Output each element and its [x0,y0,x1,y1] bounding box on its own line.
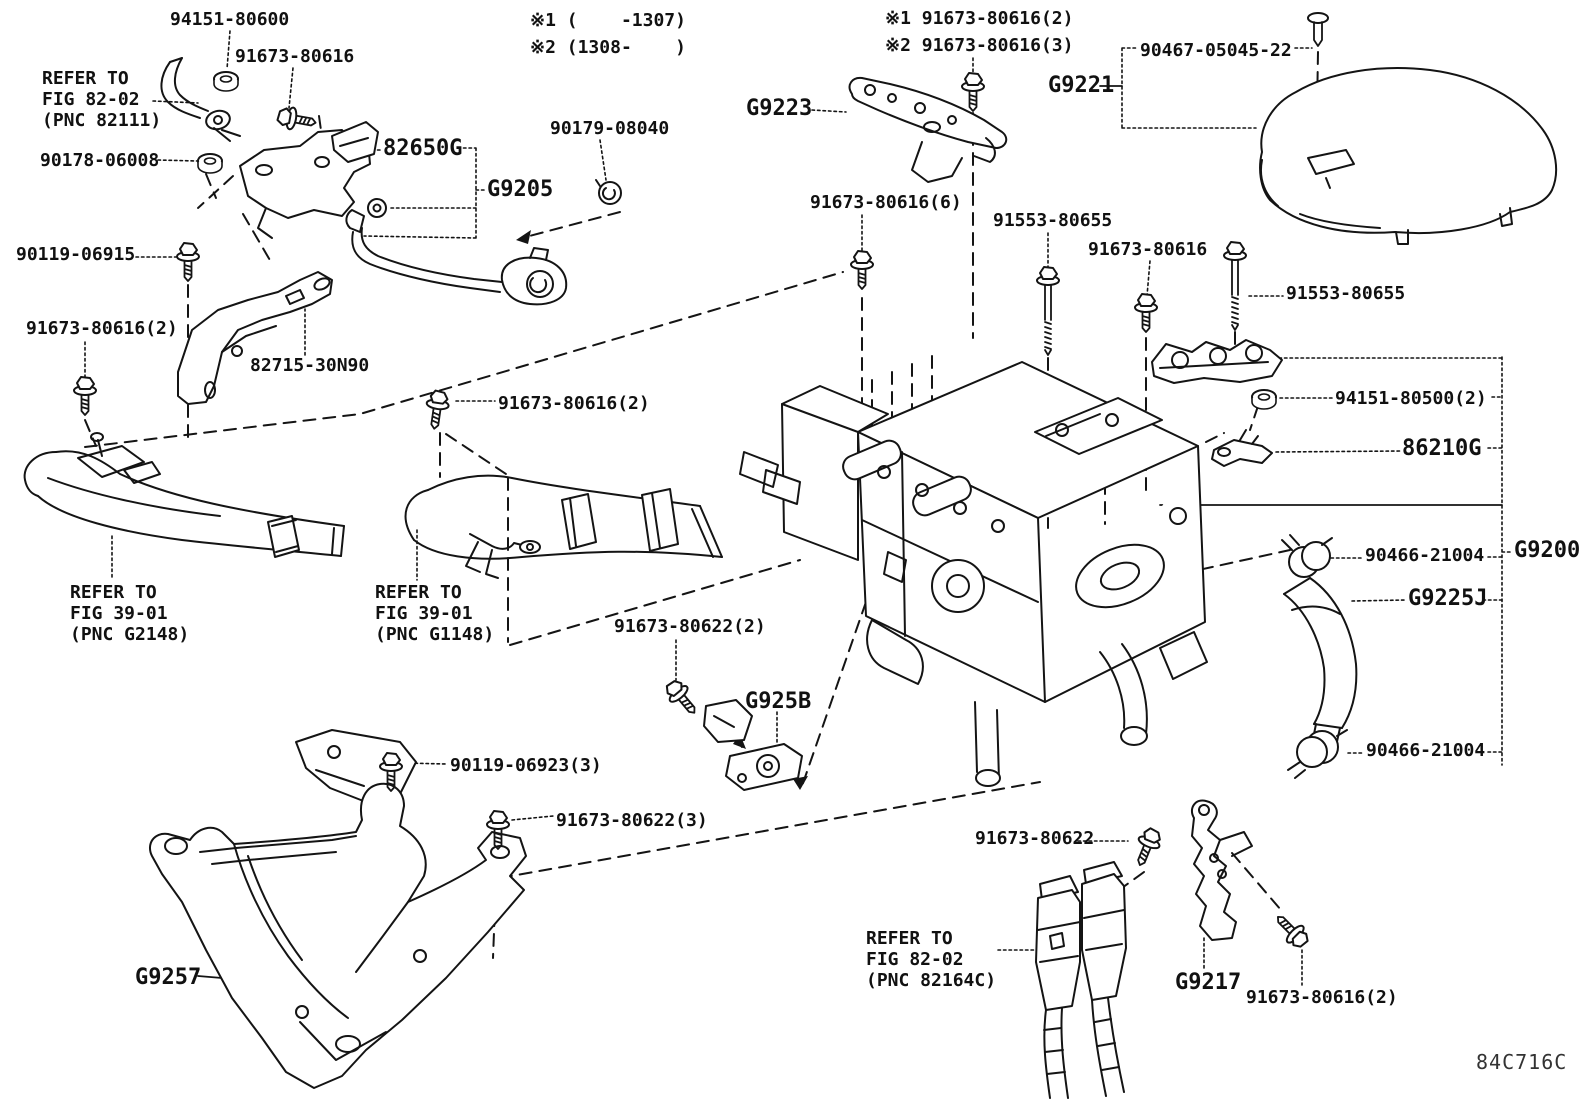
refer-fig-39-01-pnc-g2148-note: REFER TO FIG 39-01 (PNC G2148) [70,582,190,645]
arrowheads [516,230,808,790]
note-spec-range-1: ※1 ( -1307) [530,10,686,31]
part-94151-80500-2-label: 94151-80500(2) [1335,388,1487,409]
part-91673-80616-2-label-c: 91673-80616(2) [1246,987,1398,1008]
part-91553-80655-label-a: 91553-80655 [993,210,1113,231]
part-91673-80616-2-label-b: 91673-80616(2) [498,393,650,414]
drawing-code: 84C716C [1476,1050,1568,1074]
refer-fig-39-01-pnc-g1148-note: REFER TO FIG 39-01 (PNC G1148) [375,582,495,645]
part-g9225j-label: G9225J [1408,586,1488,611]
part-90119-06915-label: 90119-06915 [16,244,136,265]
note-spec-range-2: ※2 (1308- ) [530,37,686,58]
part-94151-80600-label: 94151-80600 [170,9,290,30]
part-91673-80616-label-b: 91673-80616 [1088,239,1208,260]
part-g925b-label: G925B [745,689,812,714]
bracket-g9217-drawing [1190,799,1253,941]
part-90466-21004-label-a: 90466-21004 [1365,545,1485,566]
note-spec-bolt-2: ※2 91673-80616(3) [885,35,1074,56]
part-90467-05045-22-label: 90467-05045-22 [1140,40,1292,61]
clamp-90466-bottom-drawing [1287,729,1348,779]
part-90466-21004-label-b: 90466-21004 [1366,740,1486,761]
grommet-90179-drawing [595,179,622,205]
part-g9221-label: G9221 [1048,73,1115,98]
part-82650g-label: 82650G [383,136,463,161]
bracket-g9223-drawing [848,76,1008,183]
part-g9223-label: G9223 [746,96,813,121]
hose-g9225j-drawing [1283,577,1358,750]
part-91673-80616-6-label: 91673-80616(6) [810,192,962,213]
connector-82164c-drawing [1035,861,1127,1099]
part-90178-06008-label: 90178-06008 [40,150,160,171]
cable-g2148-drawing [23,432,345,558]
refer-fig-82-02-pnc-82111-note: REFER TO FIG 82-02 (PNC 82111) [42,68,162,131]
leader-lines [84,30,1514,986]
g9205-bracket-assembly-drawing [239,121,568,306]
cable-g1148-drawing [404,474,723,579]
bracket-82715-drawing [177,271,333,405]
part-91553-80655-label-b: 91553-80655 [1286,283,1406,304]
part-90179-08040-label: 90179-08040 [550,118,670,139]
part-91673-80622-label: 91673-80622 [975,828,1095,849]
part-g9200-label: G9200 [1514,538,1581,563]
part-g9257-label: G9257 [135,965,202,990]
bracket-g9257-drawing [149,729,527,1089]
clamp-90466-top-drawing [1281,534,1333,578]
part-91673-80616-label-a: 91673-80616 [235,46,355,67]
bracket-g925b-drawing [703,699,803,791]
part-82715-30n90-label: 82715-30N90 [250,355,370,376]
refer-fig-82-02-pnc-82164c-note: REFER TO FIG 82-02 (PNC 82164C) [866,928,997,991]
part-g9205-label: G9205 [487,177,554,202]
part-90119-06923-3-label: 90119-06923(3) [450,755,602,776]
bracket-91553-mount-drawing [1151,339,1283,384]
bracket-86210g-drawing [1211,429,1273,467]
part-91673-80622-2-label: 91673-80622(2) [614,616,766,637]
cover-g9221-drawing [1259,12,1558,245]
inverter-assembly-g9200-drawing [739,361,1208,787]
note-spec-bolt-1: ※1 91673-80616(2) [885,8,1074,29]
part-91673-80622-3-label: 91673-80622(3) [556,810,708,831]
part-91673-80616-2-label-a: 91673-80616(2) [26,318,178,339]
battery-cable-terminal-drawing [160,57,241,142]
part-86210g-label: 86210G [1402,436,1482,461]
part-g9217-label: G9217 [1175,970,1242,995]
